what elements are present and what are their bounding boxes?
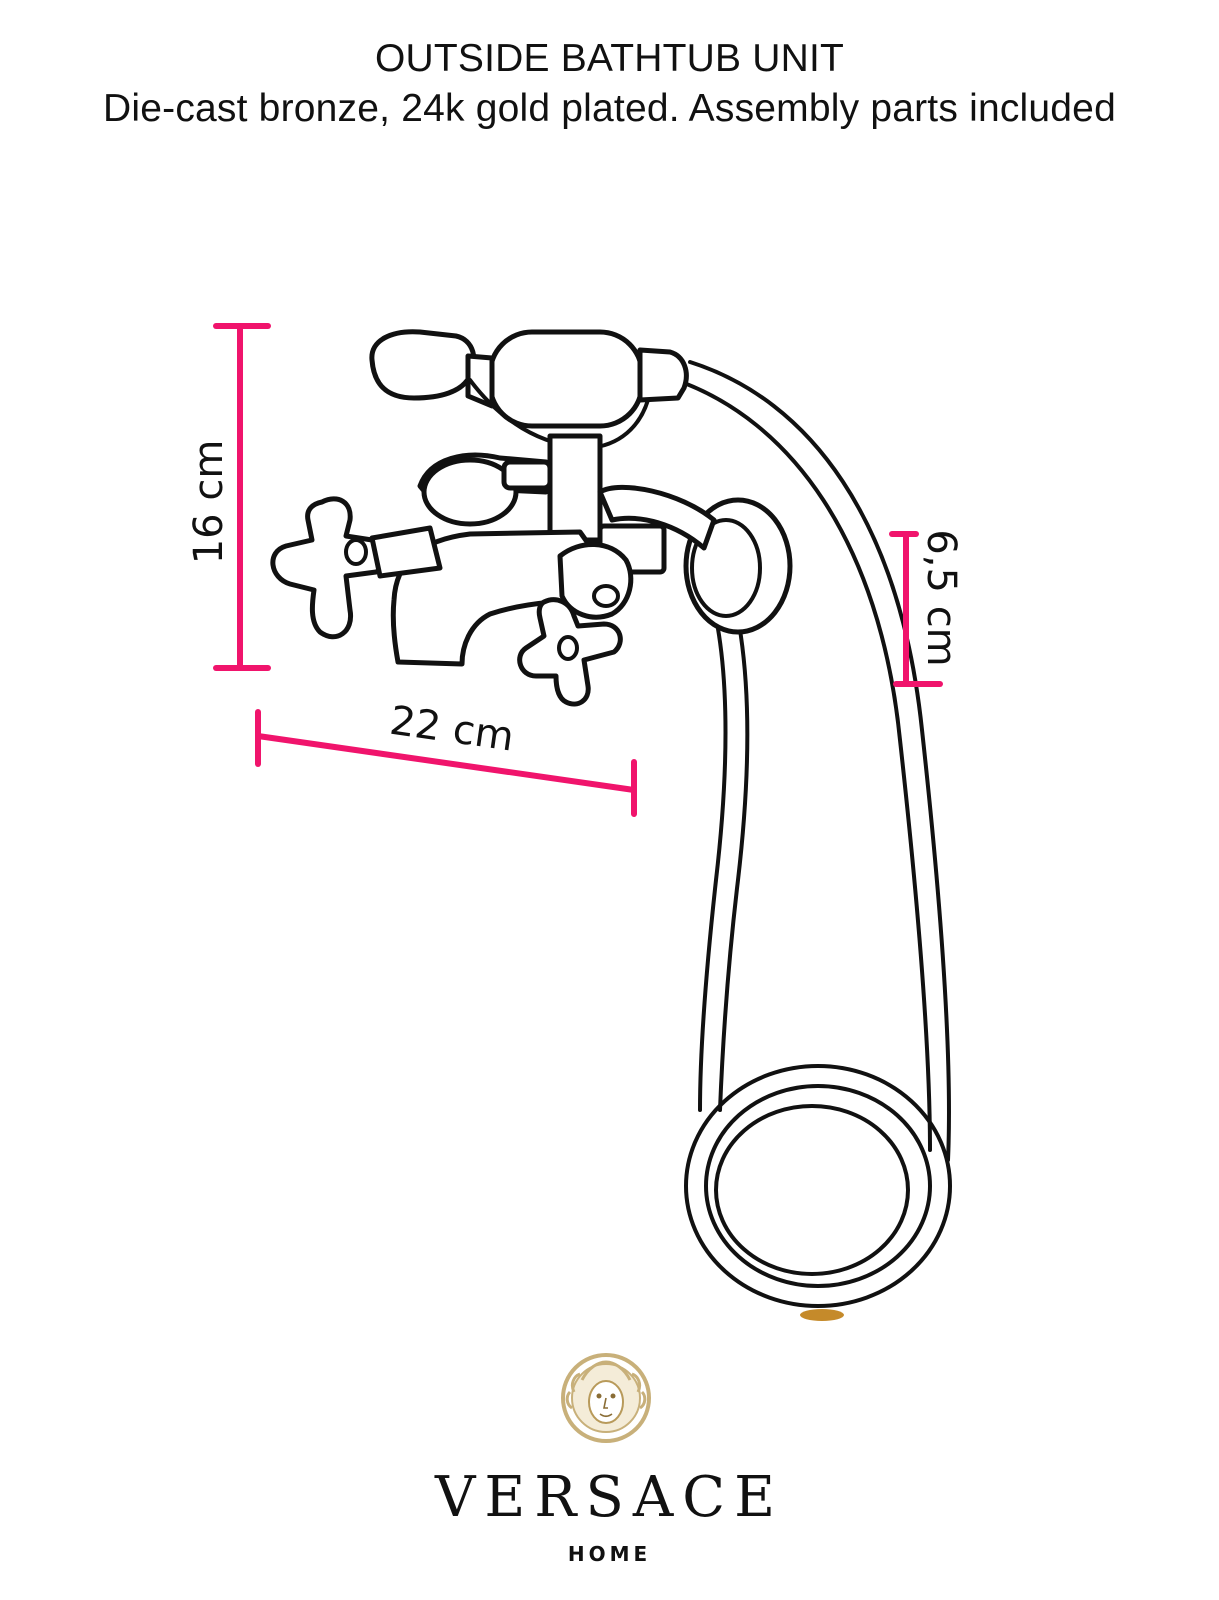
- wall-mount: [597, 484, 793, 635]
- dimension-depth: 6,5 cm: [889, 529, 964, 687]
- hose-coil-inner: [714, 1104, 910, 1276]
- brand-name: VERSACE: [434, 1465, 784, 1530]
- mixer-body: [390, 452, 667, 667]
- hose-end-cap: [800, 1309, 844, 1321]
- handheld-shower: [369, 329, 689, 543]
- depth-label: 6,5 cm: [918, 529, 964, 666]
- hose-connector: [637, 347, 689, 403]
- brand-sub: HOME: [567, 1542, 652, 1566]
- right-handle-shape: [517, 597, 623, 707]
- hose-coil-outer: [684, 1064, 952, 1308]
- hose-coil-middle: [704, 1084, 932, 1288]
- width-dim-line: [255, 733, 637, 793]
- cradle-stem: [547, 433, 603, 543]
- page-title: OUTSIDE BATHTUB UNIT: [374, 37, 845, 80]
- dimension-width: 22 cm: [255, 698, 637, 817]
- height-label: 16 cm: [186, 440, 232, 565]
- header: OUTSIDE BATHTUB UNIT Die-cast bronze, 24…: [0, 34, 1219, 134]
- dimension-height: 16 cm: [186, 323, 271, 671]
- hose: [674, 360, 952, 1321]
- width-label: 22 cm: [387, 698, 517, 761]
- medusa-medallion-icon: [561, 1353, 651, 1443]
- hose-elbow: [597, 484, 717, 551]
- left-cross-handle: [270, 496, 443, 640]
- left-handle-shape: [270, 496, 390, 640]
- page-subtitle: Die-cast bronze, 24k gold plated. Assemb…: [103, 87, 1116, 130]
- shower-head: [369, 329, 477, 401]
- right-cross-handle: [517, 597, 623, 707]
- shower-handle: [487, 329, 645, 429]
- left-valve-stem: [369, 525, 443, 579]
